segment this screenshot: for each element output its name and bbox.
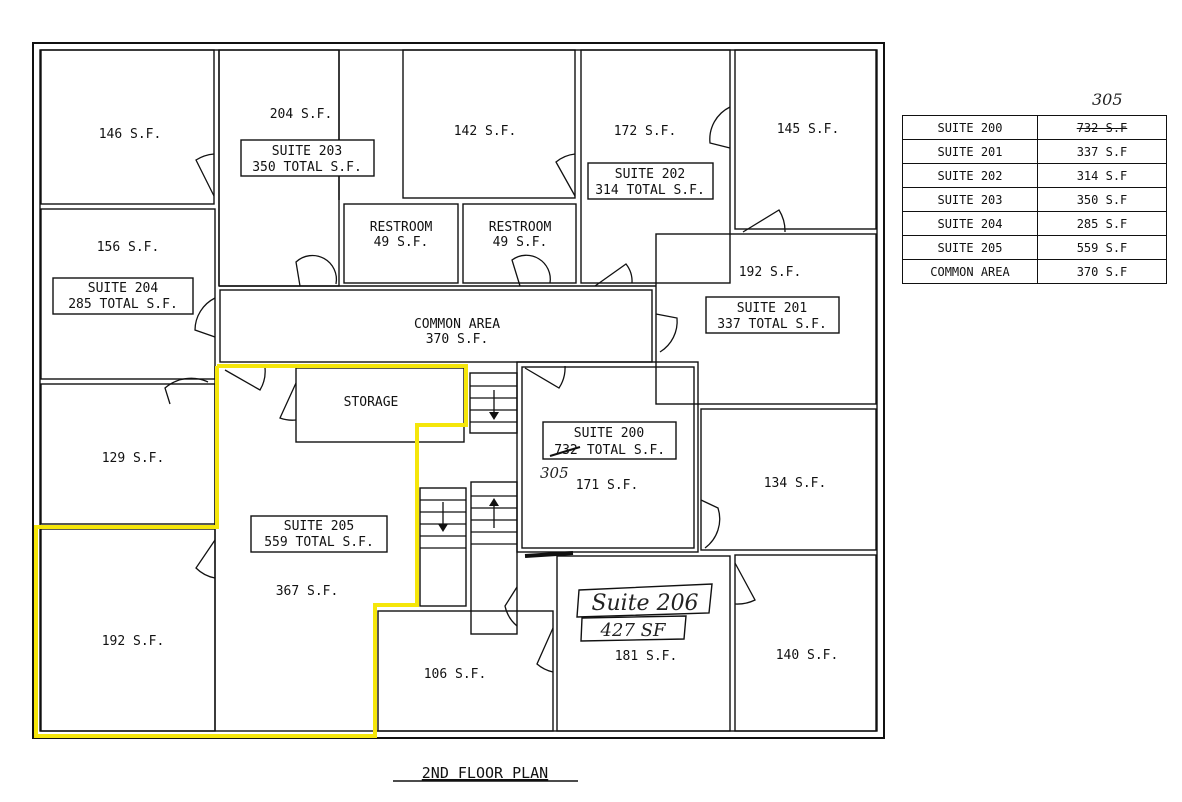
handwritten-correction: 305 bbox=[540, 464, 569, 482]
room-label: 171 S.F. bbox=[576, 478, 639, 493]
room-label: 146 S.F. bbox=[99, 127, 162, 142]
room-label: 367 S.F. bbox=[276, 584, 339, 599]
svg-text:SUITE 202: SUITE 202 bbox=[615, 167, 685, 182]
room-140 bbox=[734, 554, 877, 732]
suite-206-handwritten-label: Suite 206 427 SF bbox=[576, 583, 713, 642]
room-label: 134 S.F. bbox=[764, 476, 827, 491]
suite-area-table: SUITE 200 732 S.F SUITE 201 337 S.F SUIT… bbox=[902, 115, 1167, 284]
common-area bbox=[219, 289, 653, 363]
room-label: 192 S.F. bbox=[739, 265, 802, 280]
svg-text:TOTAL S.F.: TOTAL S.F. bbox=[587, 443, 665, 458]
room-label: 140 S.F. bbox=[776, 648, 839, 663]
room-label: 156 S.F. bbox=[97, 240, 160, 255]
room-171 bbox=[516, 361, 699, 553]
room-label: 192 S.F. bbox=[102, 634, 165, 649]
plan-title: 2ND FLOOR PLAN bbox=[422, 764, 548, 782]
room-146 bbox=[40, 49, 215, 205]
stairwell-lower-right bbox=[470, 481, 518, 635]
room-134 bbox=[700, 408, 877, 551]
legend-correction: 305 bbox=[1092, 90, 1123, 109]
svg-text:350 TOTAL S.F.: 350 TOTAL S.F. bbox=[252, 160, 362, 175]
svg-text:SUITE 205: SUITE 205 bbox=[284, 519, 354, 534]
svg-text:285 TOTAL S.F.: 285 TOTAL S.F. bbox=[68, 297, 178, 312]
room-181 bbox=[556, 555, 731, 732]
suite-205-label: SUITE 205 559 TOTAL S.F. bbox=[250, 515, 388, 553]
restroom-area: 49 S.F. bbox=[493, 235, 548, 250]
restroom-1 bbox=[343, 203, 459, 284]
struck-value: 732 S.F bbox=[1037, 115, 1167, 140]
door-swings bbox=[164, 106, 786, 673]
room-label: 172 S.F. bbox=[614, 124, 677, 139]
room-192-left bbox=[40, 528, 216, 732]
room-156 bbox=[40, 208, 216, 380]
suite-203-label: SUITE 203 350 TOTAL S.F. bbox=[240, 139, 375, 177]
table-row: SUITE 205 559 S.F bbox=[902, 235, 1167, 260]
svg-text:SUITE 201: SUITE 201 bbox=[737, 301, 807, 316]
svg-text:337 TOTAL S.F.: 337 TOTAL S.F. bbox=[717, 317, 827, 332]
table-row: SUITE 201 337 S.F bbox=[902, 139, 1167, 164]
storage-label: STORAGE bbox=[344, 395, 399, 410]
room-label: 106 S.F. bbox=[424, 667, 487, 682]
table-row: COMMON AREA 370 S.F bbox=[902, 259, 1167, 284]
svg-text:427 SF: 427 SF bbox=[600, 620, 667, 641]
room-106 bbox=[377, 610, 554, 732]
svg-text:Suite 206: Suite 206 bbox=[591, 591, 698, 616]
room-label: 181 S.F. bbox=[615, 649, 678, 664]
table-row: SUITE 203 350 S.F bbox=[902, 187, 1167, 212]
suite-202-label: SUITE 202 314 TOTAL S.F. bbox=[587, 162, 714, 200]
room-label: 204 S.F. bbox=[270, 107, 333, 122]
svg-text:SUITE 200: SUITE 200 bbox=[574, 426, 644, 441]
svg-text:314 TOTAL S.F.: 314 TOTAL S.F. bbox=[595, 183, 705, 198]
suite-200-label: SUITE 200 732 TOTAL S.F. 305 bbox=[540, 421, 677, 482]
outer-wall bbox=[32, 42, 885, 739]
common-area-value: 370 S.F. bbox=[426, 332, 489, 347]
svg-text:SUITE 203: SUITE 203 bbox=[272, 144, 342, 159]
room-145 bbox=[734, 49, 877, 230]
suite-205-highlight bbox=[34, 364, 468, 738]
room-192-right bbox=[655, 233, 877, 405]
room-label: 142 S.F. bbox=[454, 124, 517, 139]
room-label: 145 S.F. bbox=[777, 122, 840, 137]
svg-text:SUITE 204: SUITE 204 bbox=[88, 281, 159, 296]
table-row: SUITE 200 732 S.F bbox=[902, 115, 1167, 140]
table-row: SUITE 202 314 S.F bbox=[902, 163, 1167, 188]
suite-201-label: SUITE 201 337 TOTAL S.F. bbox=[705, 296, 840, 334]
restroom-area: 49 S.F. bbox=[374, 235, 429, 250]
restroom-label: RESTROOM bbox=[370, 220, 433, 235]
common-area-label: COMMON AREA bbox=[414, 317, 500, 332]
table-row: SUITE 204 285 S.F bbox=[902, 211, 1167, 236]
room-142 bbox=[402, 49, 576, 199]
svg-text:559 TOTAL S.F.: 559 TOTAL S.F. bbox=[264, 535, 374, 550]
stairwell-upper bbox=[469, 372, 518, 434]
restroom-label: RESTROOM bbox=[489, 220, 552, 235]
room-label: 129 S.F. bbox=[102, 451, 165, 466]
suite-204-label: SUITE 204 285 TOTAL S.F. bbox=[52, 277, 194, 315]
stairwell-lower-left bbox=[419, 487, 467, 607]
